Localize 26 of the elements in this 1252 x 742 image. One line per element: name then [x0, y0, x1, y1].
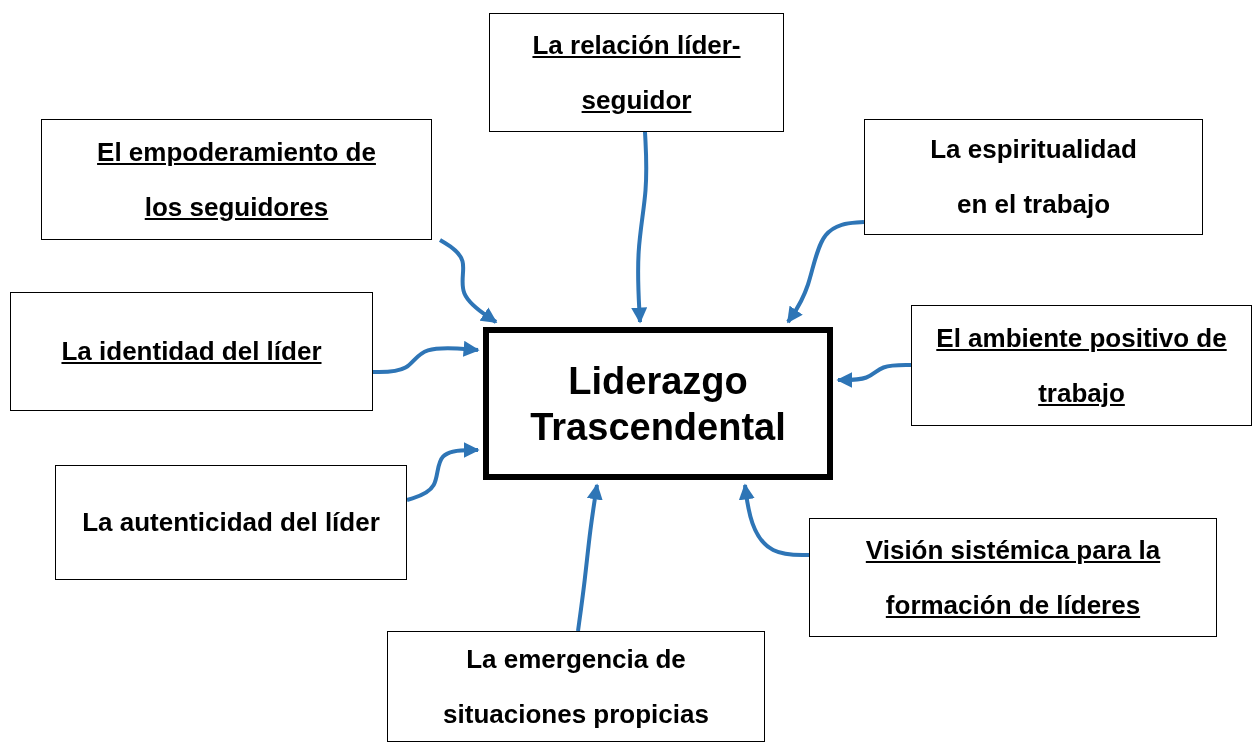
curved-arrow: [836, 363, 911, 388]
concept-label: La autenticidad del líder: [82, 506, 380, 539]
curved-arrow: [786, 220, 865, 324]
curved-arrow: [738, 483, 809, 557]
concept-box: [864, 119, 1203, 235]
concept-box: [10, 292, 373, 411]
concept-box: [489, 13, 784, 132]
concept-box: [55, 465, 407, 580]
concept-label: La identidad del líder: [61, 335, 322, 368]
concept-box: [809, 518, 1217, 637]
concept-box: [911, 305, 1252, 426]
concept-label: La relación líder-seguidor: [531, 28, 742, 117]
concept-box: [41, 119, 432, 240]
curved-arrow: [438, 238, 498, 324]
curved-arrow: [406, 442, 480, 502]
concept-label: Visión sistémica para la formación de líderes: [864, 533, 1162, 622]
concept-label: La emergencia de situaciones propicias: [442, 642, 710, 731]
curved-arrow: [373, 340, 480, 374]
concept-label: La espiritualidad en el trabajo: [929, 133, 1138, 221]
concept-box: [387, 631, 765, 742]
central-concept-box: [483, 327, 833, 480]
concept-label: El empoderamiento de los seguidores: [96, 135, 377, 224]
curved-arrow: [576, 483, 603, 632]
central-title: Liderazgo Trascendental: [529, 358, 787, 450]
concept-label: El ambiente positivo de trabajo: [935, 321, 1228, 410]
curved-arrow: [631, 131, 649, 324]
